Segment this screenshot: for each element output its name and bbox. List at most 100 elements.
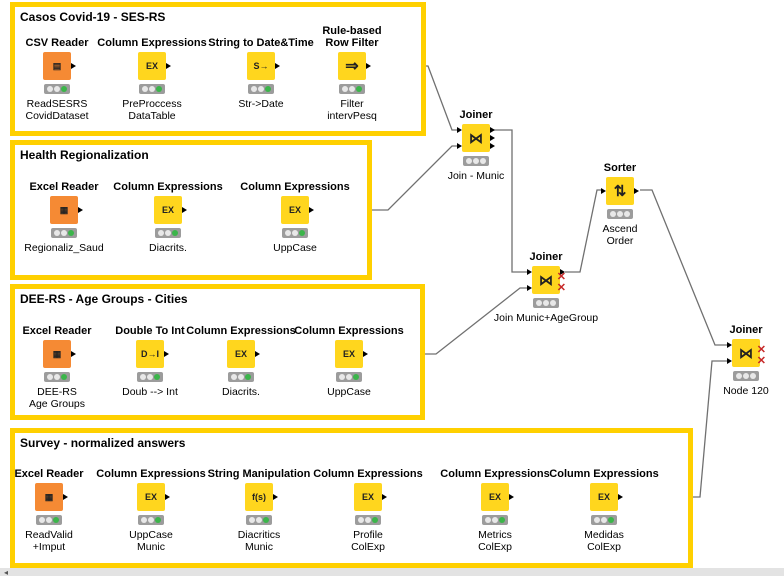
double-to-int-icon[interactable]: D→I <box>136 340 169 368</box>
node-label[interactable]: PreProccess DataTable <box>122 98 182 122</box>
output-port[interactable] <box>634 188 639 194</box>
node-double-to-int[interactable]: Double To Int D→I Doub --> Int <box>95 325 205 398</box>
output-port[interactable] <box>164 351 169 357</box>
output-port[interactable] <box>618 494 623 500</box>
node-label[interactable]: Profile ColExp <box>351 529 385 553</box>
output-port[interactable] <box>490 143 495 149</box>
node-excel-reader[interactable]: Excel Reader ▦ ReadValid +Imput <box>0 468 104 553</box>
node-sorter[interactable]: Sorter ⇅ Ascend Order <box>565 162 675 247</box>
node-column-expressions[interactable]: Column Expressions EX Medidas ColExp <box>549 468 659 553</box>
expression-icon[interactable]: EX <box>227 340 260 368</box>
node-label[interactable]: Diacrits. <box>222 386 260 398</box>
node-column-expressions[interactable]: Column Expressions EX UppCase <box>294 325 404 398</box>
input-port[interactable] <box>527 269 532 275</box>
function-icon[interactable]: f(s) <box>245 483 278 511</box>
status-traffic-light <box>355 515 381 525</box>
node-label[interactable]: Medidas ColExp <box>584 529 624 553</box>
node-column-expressions[interactable]: Column Expressions EX PreProccess DataTa… <box>97 37 207 122</box>
node-excel-reader[interactable]: Excel Reader ▦ DEE-RS Age Groups <box>2 325 112 410</box>
node-csv-reader[interactable]: CSV Reader ▤ ReadSESRS CovidDataset <box>2 37 112 122</box>
node-label[interactable]: Join - Munic <box>447 170 505 182</box>
output-port[interactable] <box>78 207 83 213</box>
node-joiner[interactable]: Joiner ⋈ Join - Munic <box>421 109 531 182</box>
filter-arrow-icon[interactable]: ⇒ <box>338 52 371 80</box>
output-port[interactable] <box>363 351 368 357</box>
input-port[interactable] <box>601 188 606 194</box>
node-label[interactable]: Diacritics Munic <box>237 529 281 553</box>
output-port[interactable] <box>382 494 387 500</box>
node-label[interactable]: Filter intervPesq <box>327 98 377 122</box>
node-column-expressions[interactable]: Column Expressions EX Profile ColExp <box>313 468 423 553</box>
joiner-icon[interactable]: ⋈✕✕ <box>727 339 766 367</box>
node-label[interactable]: Join Munic+AgeGroup <box>493 312 599 324</box>
expression-icon[interactable]: EX <box>154 196 187 224</box>
annotation-covid-cases[interactable]: Casos Covid-19 - SES-RS <box>10 2 426 136</box>
node-column-expressions[interactable]: Column Expressions EX UppCase Munic <box>96 468 206 553</box>
node-excel-reader[interactable]: Excel Reader ▦ Regionaliz_Saud <box>9 181 119 254</box>
input-port[interactable] <box>457 143 462 149</box>
scroll-left-icon[interactable]: ◂ <box>4 568 9 577</box>
output-port[interactable] <box>165 494 170 500</box>
expression-icon[interactable]: EX <box>590 483 623 511</box>
output-port[interactable] <box>71 63 76 69</box>
output-port[interactable] <box>366 63 371 69</box>
node-column-expressions[interactable]: Column Expressions EX UppCase <box>240 181 350 254</box>
node-label[interactable]: Regionaliz_Saud <box>24 242 104 254</box>
expression-icon[interactable]: EX <box>281 196 314 224</box>
input-port[interactable] <box>527 285 532 291</box>
annotation-survey[interactable]: Survey - normalized answers <box>10 428 693 568</box>
output-port[interactable] <box>275 63 280 69</box>
output-port[interactable] <box>560 269 565 275</box>
excel-reader-icon[interactable]: ▦ <box>43 340 76 368</box>
node-label[interactable]: Ascend Order <box>602 223 638 247</box>
joiner-icon[interactable]: ⋈✕✕ <box>527 266 566 294</box>
node-label[interactable]: Str->Date <box>238 98 284 110</box>
input-port[interactable] <box>727 358 732 364</box>
node-title: Double To Int <box>115 325 185 337</box>
node-label[interactable]: DEE-RS Age Groups <box>28 386 86 410</box>
output-port[interactable] <box>490 127 495 133</box>
horizontal-scrollbar[interactable]: ◂ <box>0 568 784 577</box>
node-label[interactable]: UppCase Munic <box>129 529 173 553</box>
node-label[interactable]: Node 120 <box>723 385 769 397</box>
node-label[interactable]: Doub --> Int <box>122 386 178 398</box>
sort-icon[interactable]: ⇅ <box>601 177 639 205</box>
node-column-expressions[interactable]: Column Expressions EX Metrics ColExp <box>440 468 550 553</box>
output-port[interactable] <box>273 494 278 500</box>
node-label[interactable]: ReadSESRS CovidDataset <box>25 98 89 122</box>
node-column-expressions[interactable]: Column Expressions EX Diacrits. <box>186 325 296 398</box>
output-port[interactable] <box>182 207 187 213</box>
node-column-expressions[interactable]: Column Expressions EX Diacrits. <box>113 181 223 254</box>
expression-icon[interactable]: EX <box>354 483 387 511</box>
node-label[interactable]: ReadValid +Imput <box>25 529 73 553</box>
node-string-manipulation[interactable]: String Manipulation f(s) Diacritics Muni… <box>204 468 314 553</box>
excel-reader-icon[interactable]: ▦ <box>35 483 68 511</box>
input-port[interactable] <box>727 342 732 348</box>
expression-icon[interactable]: EX <box>137 483 170 511</box>
expression-icon[interactable]: EX <box>335 340 368 368</box>
node-label[interactable]: Metrics ColExp <box>478 529 512 553</box>
clock-icon[interactable]: S→ <box>247 52 280 80</box>
node-string-to-datetime[interactable]: String to Date&Time S→ Str->Date <box>206 37 316 110</box>
output-port[interactable] <box>509 494 514 500</box>
expression-icon[interactable]: EX <box>138 52 171 80</box>
node-rule-based-row-filter[interactable]: Rule-based Row Filter ⇒ Filter intervPes… <box>297 25 407 122</box>
output-port[interactable] <box>490 135 495 141</box>
joiner-icon[interactable]: ⋈ <box>457 124 495 152</box>
node-label[interactable]: Diacrits. <box>149 242 187 254</box>
csv-reader-icon[interactable]: ▤ <box>43 52 76 80</box>
output-port[interactable] <box>309 207 314 213</box>
node-label[interactable]: UppCase <box>273 242 317 254</box>
status-traffic-light <box>336 372 362 382</box>
expression-icon[interactable]: EX <box>481 483 514 511</box>
input-port[interactable] <box>457 127 462 133</box>
output-port[interactable] <box>63 494 68 500</box>
node-joiner[interactable]: Joiner ⋈✕✕ Join Munic+AgeGroup <box>491 251 601 324</box>
output-port[interactable] <box>255 351 260 357</box>
node-joiner[interactable]: Joiner ⋈✕✕ Node 120 <box>691 324 784 397</box>
node-label[interactable]: UppCase <box>327 386 371 398</box>
output-port[interactable] <box>166 63 171 69</box>
output-port[interactable] <box>71 351 76 357</box>
excel-reader-icon[interactable]: ▦ <box>50 196 83 224</box>
